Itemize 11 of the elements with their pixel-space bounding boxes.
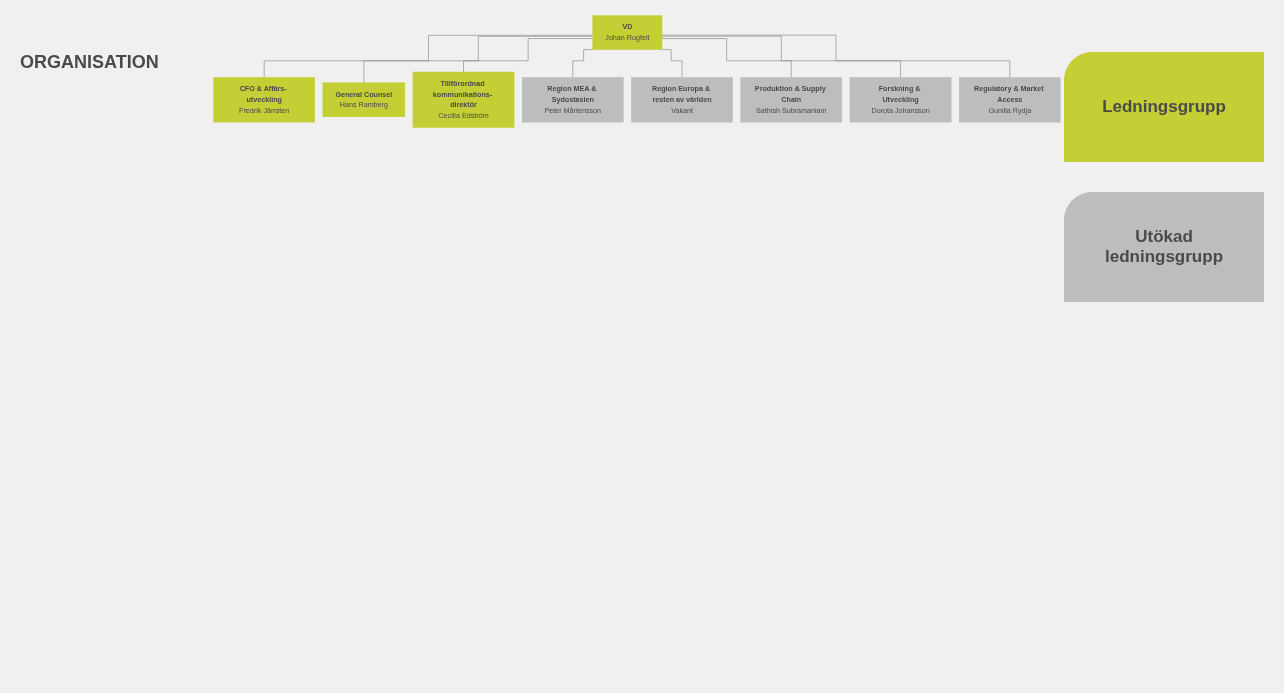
connector [661,38,792,78]
connector [661,35,901,78]
connector [363,35,594,84]
connector [660,49,683,78]
connector [661,34,1011,78]
connector [463,38,594,73]
connector [572,49,595,78]
connector [263,34,594,78]
legend-label: Ledningsgrupp [1101,97,1227,117]
chart-title: ORGANISATION [20,52,160,73]
legend-label: Utökad ledningsgrupp [1103,227,1224,267]
